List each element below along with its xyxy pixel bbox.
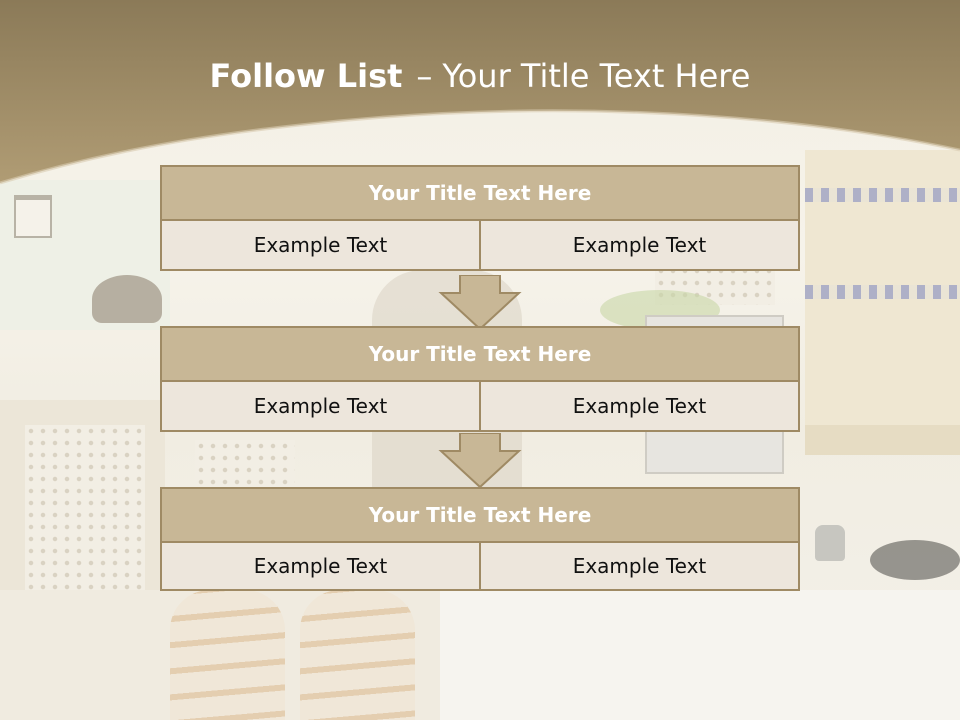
block-row: Example Text Example Text xyxy=(160,221,800,271)
block-title: Your Title Text Here xyxy=(160,165,800,221)
hanging-lamp xyxy=(14,195,52,238)
table xyxy=(440,590,960,720)
example-text-right: Example Text xyxy=(479,543,798,589)
block-title: Your Title Text Here xyxy=(160,487,800,543)
example-text-left: Example Text xyxy=(162,543,479,589)
counter xyxy=(805,425,960,455)
block-row: Example Text Example Text xyxy=(160,543,800,591)
example-text-left: Example Text xyxy=(162,221,479,269)
title-separator: – xyxy=(416,57,433,95)
example-text-left: Example Text xyxy=(162,382,479,430)
chair xyxy=(300,590,415,720)
tile-border xyxy=(805,188,960,202)
tile-border xyxy=(805,285,960,299)
cabinet-lattice xyxy=(25,425,145,590)
example-text-right: Example Text xyxy=(479,221,798,269)
stove-burner xyxy=(870,540,960,580)
list-block: Your Title Text Here Example Text Exampl… xyxy=(160,165,800,271)
list-block: Your Title Text Here Example Text Exampl… xyxy=(160,487,800,591)
example-text-right: Example Text xyxy=(479,382,798,430)
list-block: Your Title Text Here Example Text Exampl… xyxy=(160,326,800,432)
down-arrow-icon xyxy=(438,275,522,331)
title-bold: Follow List xyxy=(209,57,403,95)
block-title: Your Title Text Here xyxy=(160,326,800,382)
page-title: Follow List–Your Title Text Here xyxy=(0,52,960,100)
kettle xyxy=(815,525,845,561)
cat xyxy=(92,275,162,323)
title-text: Your Title Text Here xyxy=(442,57,751,95)
block-row: Example Text Example Text xyxy=(160,382,800,432)
down-arrow-icon xyxy=(438,433,522,489)
chair xyxy=(170,590,285,720)
